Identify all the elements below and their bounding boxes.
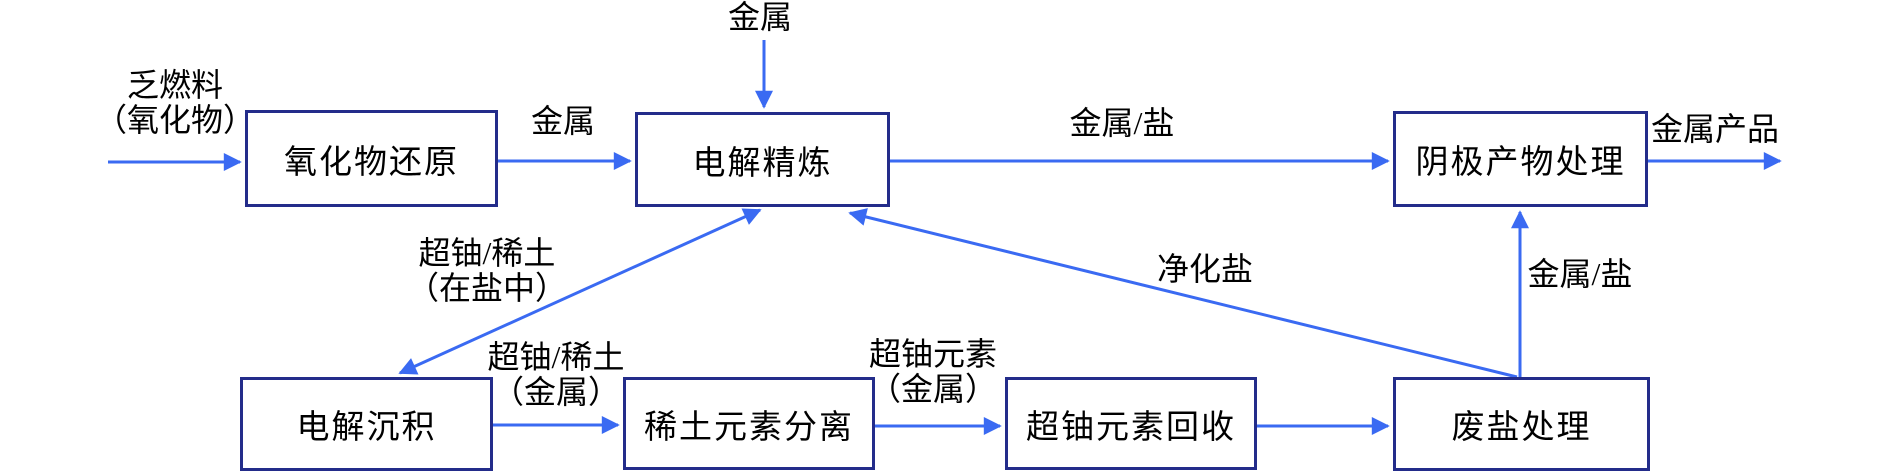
node-transuranic-recovery: 超铀元素回收	[1005, 377, 1257, 470]
label-tru-re-in-salt: 超铀/稀土 （在盐中）	[407, 236, 567, 306]
node-rare-earth-separation: 稀土元素分离	[623, 377, 875, 470]
label-tru-re-in-salt-line2: （在盐中）	[406, 270, 568, 306]
node-waste-salt-treatment-label: 废盐处理	[1451, 410, 1592, 446]
node-transuranic-recovery-label: 超铀元素回收	[1026, 409, 1236, 446]
label-tru-re-metal: 超铀/稀土 （金属）	[488, 340, 625, 410]
label-tru-re-metal-line2: （金属）	[491, 374, 620, 410]
node-cathode-product-processing-label: 阴极产物处理	[1415, 145, 1626, 181]
label-metal-top: 金属	[727, 0, 793, 35]
node-waste-salt-treatment: 废盐处理	[1393, 377, 1650, 471]
node-oxide-reduction: 氧化物还原	[245, 110, 498, 207]
node-rare-earth-separation-label: 稀土元素分离	[644, 409, 854, 446]
label-spent-fuel-line2: （氧化物）	[94, 102, 256, 138]
label-metal-salt-top: 金属/盐	[1069, 105, 1175, 141]
arrow-waste-salt-to-electrorefining-purified-salt	[848, 208, 1518, 379]
label-tru-metal-line2: （金属）	[868, 371, 998, 407]
label-metal-left: 金属	[530, 103, 596, 139]
label-metal-salt-right: 金属/盐	[1527, 256, 1633, 292]
node-electrodeposition: 电解沉积	[240, 377, 493, 471]
label-metal-product: 金属产品	[1650, 111, 1780, 147]
label-tru-metal-line1: 超铀元素	[868, 336, 998, 372]
node-electrorefining: 电解精炼	[635, 112, 890, 207]
label-tru-re-metal-line1: 超铀/稀土	[487, 339, 625, 375]
label-tru-metal: 超铀元素 （金属）	[869, 337, 997, 407]
arrow-electrorefining-electrodeposition-bidirectional	[398, 208, 762, 375]
label-purified-salt: 净化盐	[1156, 251, 1254, 287]
node-electrorefining-label: 电解精炼	[692, 145, 833, 182]
label-spent-fuel: 乏燃料 （氧化物）	[95, 68, 255, 138]
node-cathode-product-processing: 阴极产物处理	[1393, 111, 1648, 207]
node-electrodeposition-label: 电解沉积	[296, 410, 437, 446]
node-oxide-reduction-label: 氧化物还原	[284, 144, 459, 181]
label-tru-re-in-salt-line1: 超铀/稀土	[418, 235, 556, 271]
label-spent-fuel-line1: 乏燃料	[126, 67, 224, 103]
